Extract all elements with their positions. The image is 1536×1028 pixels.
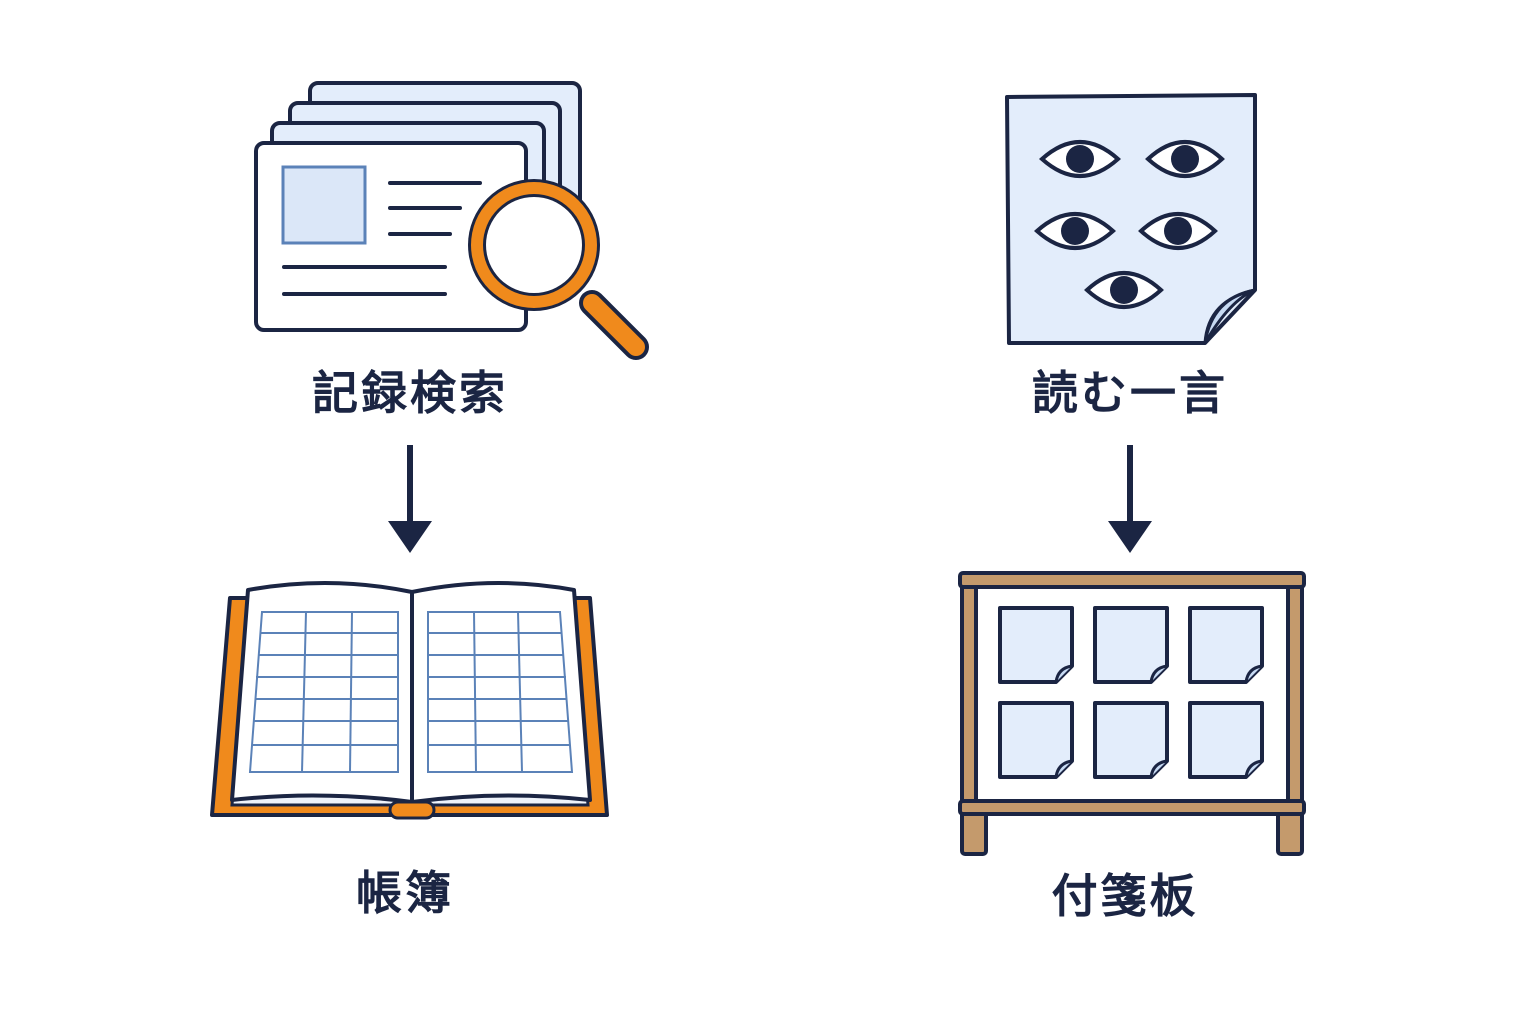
open-ledger-book-icon	[210, 580, 609, 820]
label-sticky-board: 付箋板	[1051, 869, 1199, 923]
mini-sticky-note-icon	[998, 701, 1074, 779]
label-ledger: 帳簿	[356, 866, 454, 920]
arrow-down-icon-left	[388, 445, 432, 553]
mini-sticky-note-icon	[1188, 606, 1264, 684]
eye-icon	[1033, 212, 1117, 250]
mini-sticky-note-icon	[1188, 701, 1264, 779]
magnifier-icon	[468, 179, 649, 360]
mini-notes	[998, 606, 1264, 779]
label-read-word: 読む一言	[1032, 366, 1228, 420]
mini-sticky-note-icon	[1093, 606, 1169, 684]
eye-icon	[1084, 271, 1164, 309]
record-cards-search-icon	[254, 81, 649, 360]
label-record-search: 記録検索	[312, 366, 508, 420]
eye-icon	[1038, 140, 1122, 178]
sticky-note-board-icon	[958, 571, 1306, 856]
arrow-down-icon-right	[1108, 445, 1152, 553]
eye-icon	[1145, 140, 1225, 178]
sticky-note-eyes-icon	[1005, 93, 1257, 345]
mini-sticky-note-icon	[998, 606, 1074, 684]
mini-sticky-note-icon	[1093, 701, 1169, 779]
eye-icon	[1138, 212, 1218, 250]
